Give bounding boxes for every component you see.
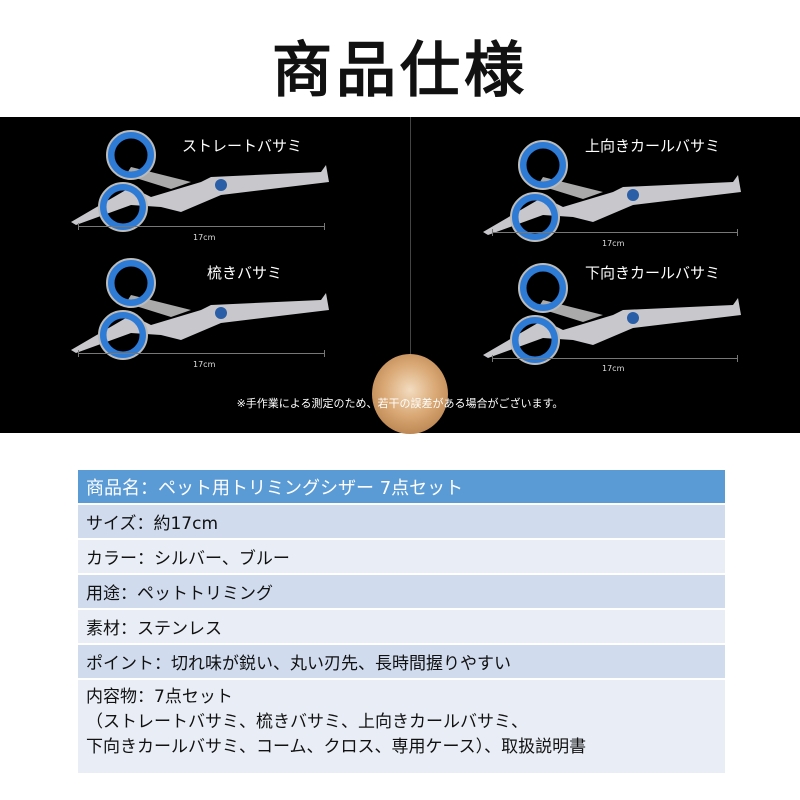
size-label: 17cm [193,360,216,369]
product-gallery: ストレートバサミ 17cm 梳きバサミ 17cm 上向きカールバサミ 17cm … [0,117,800,434]
size-label: 17cm [602,239,625,248]
upward-curved-scissors-label: 上向きカールバサミ [585,137,721,155]
size-label: 17cm [193,233,216,242]
thinning-scissors-label: 梳きバサミ [207,264,283,282]
measure-line [492,229,738,236]
spec-row-material: 素材：ステンレス [78,610,725,643]
measure-line [78,223,325,230]
downward-curved-scissors-label: 下向きカールバサミ [585,264,721,282]
size-label: 17cm [602,364,625,373]
spec-row-product-name: 商品名：ペット用トリミングシザー 7点セット [78,470,725,503]
spec-row-size: サイズ：約17cm [78,505,725,538]
spec-table: 商品名：ペット用トリミングシザー 7点セット サイズ：約17cm カラー：シルバ… [78,470,725,775]
contents-line: 下向きカールバサミ、コーム、クロス、専用ケース）、取扱説明書 [86,737,587,757]
page-title: 商品仕様 [272,36,528,106]
measurement-note: ※手作業による測定のため、若干の誤差がある場合がございます。 [236,397,564,410]
center-divider [410,117,411,433]
spec-row-features: ポイント：切れ味が鋭い、丸い刃先、長時間握りやすい [78,645,725,678]
contents-line: （ストレートバサミ、梳きバサミ、上向きカールバサミ、 [86,712,528,732]
spec-row-contents: 内容物：7点セット （ストレートバサミ、梳きバサミ、上向きカールバサミ、 下向き… [78,680,725,773]
contents-line: 内容物：7点セット [86,687,233,707]
straight-scissors-label: ストレートバサミ [182,137,303,155]
dog-photo [372,354,448,434]
measure-line [492,355,738,362]
spec-row-color: カラー：シルバー、ブルー [78,540,725,573]
thinning-scissors-image [70,255,332,365]
measure-line [78,350,325,357]
spec-row-usage: 用途：ペットトリミング [78,575,725,608]
